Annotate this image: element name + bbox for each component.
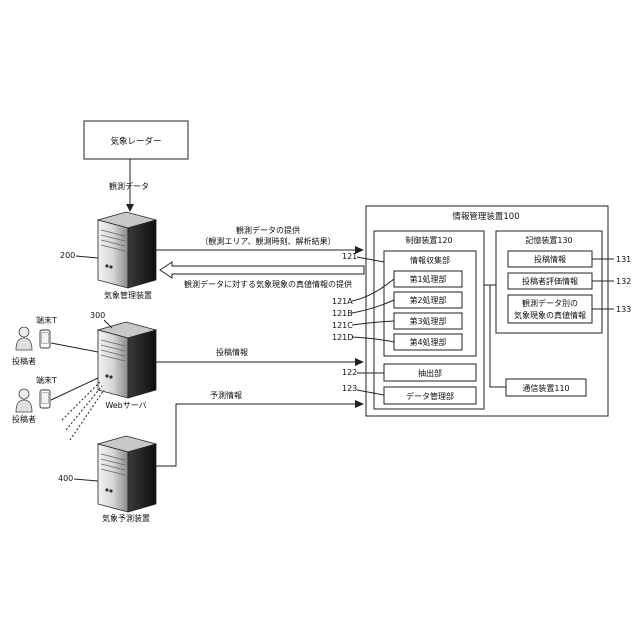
weather-radar-label: 気象レーダー xyxy=(110,136,161,147)
control-device-label: 制御装置120 xyxy=(405,235,452,245)
data-mgmt-ref: 123 xyxy=(342,384,357,393)
extract-label: 抽出部 xyxy=(418,368,442,378)
forecast-server-icon xyxy=(98,436,156,512)
processing-unit-1-ref: 121A xyxy=(332,297,353,306)
storage-evaluation-ref: 132 xyxy=(616,277,631,286)
storage-post-info-label: 投稿情報 xyxy=(534,254,566,264)
poster-1-person-icon xyxy=(16,327,32,350)
truth-provide-label: 観測データに対する気象現象の真値情報の提供 xyxy=(184,279,352,289)
info-manager-label: 情報管理装置100 xyxy=(452,211,519,222)
collector-label: 情報収集部 xyxy=(410,255,450,265)
post-info-label: 投稿情報 xyxy=(216,347,248,357)
storage-label: 記憶装置130 xyxy=(525,235,572,245)
provide-label-line2: （観測エリア、観測時刻、解析結果） xyxy=(200,236,335,246)
truth-provide-hollow-arrow xyxy=(160,262,364,278)
weather-management-label: 気象管理装置 xyxy=(104,290,152,300)
extract-ref: 122 xyxy=(342,368,357,377)
comm-label: 通信装置110 xyxy=(522,383,569,393)
forecast-ref: 400 xyxy=(58,474,73,483)
terminal-2-phone-icon xyxy=(40,390,50,408)
poster-2-label: 投稿者 xyxy=(12,414,36,424)
storage-truth-line1: 観測データ別の xyxy=(522,298,578,308)
processing-unit-4-ref: 121D xyxy=(332,333,353,342)
terminal-dash-2 xyxy=(66,386,102,430)
web-server-label: Webサーバ xyxy=(105,401,146,410)
forecast-info-label: 予測情報 xyxy=(210,390,242,400)
web-server-ref: 300 xyxy=(90,311,105,320)
forecast-info-arrowhead xyxy=(355,400,364,408)
storage-truth-ref: 133 xyxy=(616,305,631,314)
terminal-dash-3 xyxy=(70,390,104,440)
provide-label-line1: 観測データの提供 xyxy=(236,225,300,235)
processing-unit-2-ref: 121B xyxy=(332,309,353,318)
poster-2-person-icon xyxy=(16,389,32,412)
storage-truth-line2: 気象現象の真値情報 xyxy=(514,310,586,320)
data-mgmt-label: データ管理部 xyxy=(406,391,454,401)
collector-ref: 121 xyxy=(342,252,357,261)
terminal-1-link xyxy=(51,343,98,352)
observation-data-label: 観測データ xyxy=(109,181,149,191)
processing-unit-1-label: 第1処理部 xyxy=(409,274,446,284)
storage-post-info-ref: 131 xyxy=(616,255,631,264)
weather-management-ref: 200 xyxy=(60,251,75,260)
poster-1-label: 投稿者 xyxy=(12,356,36,366)
processing-unit-4-label: 第4処理部 xyxy=(409,337,446,347)
processing-unit-3-ref: 121C xyxy=(332,321,353,330)
terminal-1-phone-icon xyxy=(40,330,50,348)
weather-management-server-icon xyxy=(98,212,156,288)
web-server-icon xyxy=(98,322,156,398)
storage-evaluation-label: 投稿者評価情報 xyxy=(522,276,578,286)
weather-management-ref-leader xyxy=(76,256,98,258)
forecast-info-arrow-line xyxy=(156,404,356,466)
terminal-1-label: 端末T xyxy=(36,315,57,325)
observation-arrowhead xyxy=(126,204,134,212)
forecast-label: 気象予測装置 xyxy=(102,513,150,523)
terminal-2-label: 端末T xyxy=(36,375,57,385)
terminal-2-link xyxy=(51,378,98,400)
terminal-dash-1 xyxy=(62,382,100,420)
post-info-arrowhead xyxy=(355,358,364,366)
forecast-ref-leader xyxy=(74,479,98,481)
processing-unit-3-label: 第3処理部 xyxy=(409,316,446,326)
processing-unit-2-label: 第2処理部 xyxy=(409,295,446,305)
